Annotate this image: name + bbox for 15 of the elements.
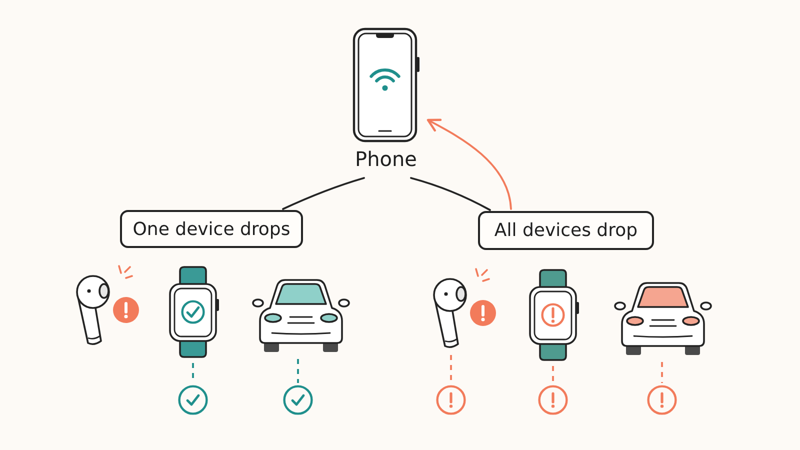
dashed-line <box>297 359 299 383</box>
arrow <box>426 118 512 210</box>
device-label: Phone <box>355 147 417 171</box>
alert-icon <box>538 385 568 415</box>
alert-icon <box>436 385 466 415</box>
scenario-label: All devices drop <box>478 211 654 250</box>
dashed-line <box>661 362 663 383</box>
dashed-line <box>450 355 452 383</box>
dashed-line <box>552 366 554 383</box>
connector-line <box>410 177 491 211</box>
alert-icon <box>647 385 677 415</box>
connector-line <box>282 177 365 210</box>
check-icon <box>283 385 313 415</box>
check-icon <box>178 385 208 415</box>
scenario-label: One device drops <box>120 210 303 248</box>
